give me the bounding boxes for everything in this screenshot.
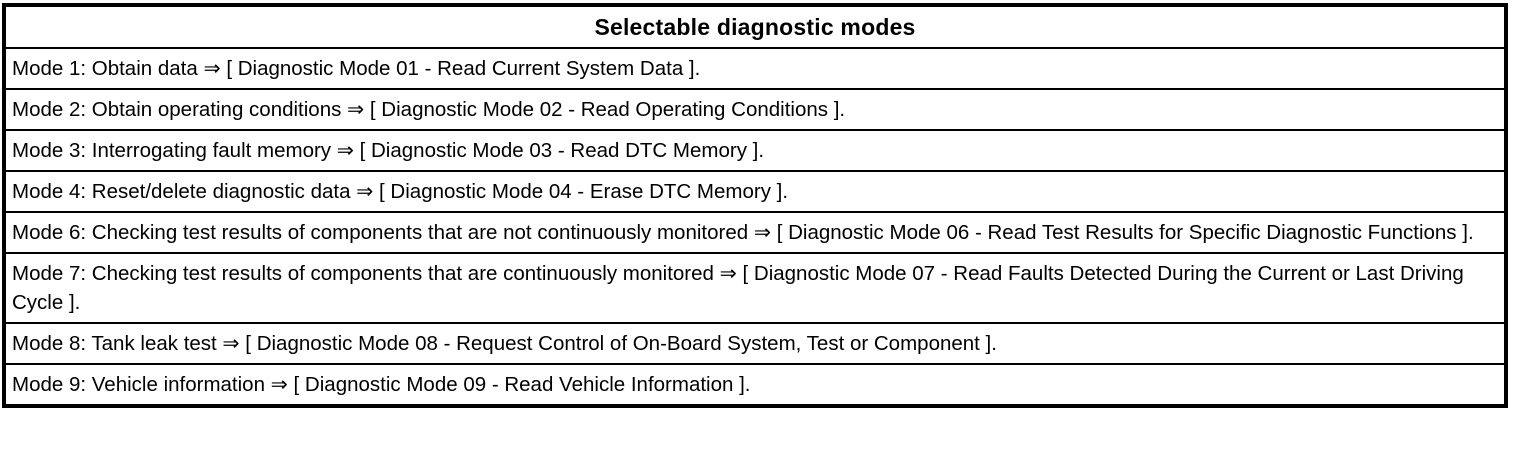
table-row-mode-6: Mode 6: Checking test results of compone… [3,211,1507,254]
table-header-row: Selectable diagnostic modes [3,4,1507,49]
table-row-mode-3: Mode 3: Interrogating fault memory ⇒ [ D… [3,129,1507,172]
mode-3-cell: Mode 3: Interrogating fault memory ⇒ [ D… [3,129,1507,172]
diagnostic-modes-table: Selectable diagnostic modes Mode 1: Obta… [2,3,1508,408]
table-row-mode-2: Mode 2: Obtain operating conditions ⇒ [ … [3,88,1507,131]
mode-9-cell: Mode 9: Vehicle information ⇒ [ Diagnost… [3,363,1507,407]
table-row-mode-1: Mode 1: Obtain data ⇒ [ Diagnostic Mode … [3,47,1507,90]
table-title: Selectable diagnostic modes [3,4,1507,49]
mode-4-cell: Mode 4: Reset/delete diagnostic data ⇒ [… [3,170,1507,213]
table-row-mode-9: Mode 9: Vehicle information ⇒ [ Diagnost… [3,363,1507,407]
mode-1-cell: Mode 1: Obtain data ⇒ [ Diagnostic Mode … [3,47,1507,90]
table-row-mode-8: Mode 8: Tank leak test ⇒ [ Diagnostic Mo… [3,322,1507,365]
table-row-mode-4: Mode 4: Reset/delete diagnostic data ⇒ [… [3,170,1507,213]
mode-6-cell: Mode 6: Checking test results of compone… [3,211,1507,254]
mode-7-cell: Mode 7: Checking test results of compone… [3,252,1507,324]
mode-2-cell: Mode 2: Obtain operating conditions ⇒ [ … [3,88,1507,131]
mode-8-cell: Mode 8: Tank leak test ⇒ [ Diagnostic Mo… [3,322,1507,365]
table-row-mode-7: Mode 7: Checking test results of compone… [3,252,1507,324]
